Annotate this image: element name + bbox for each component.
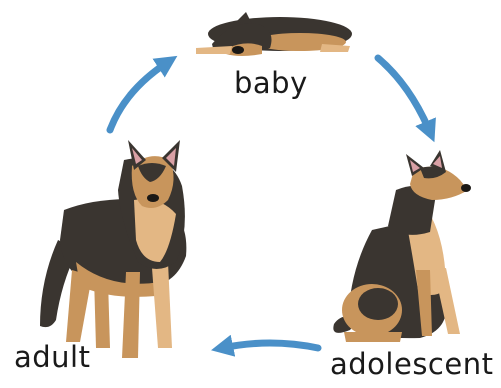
arrow-adult-to-baby	[110, 62, 168, 130]
stage-label-baby: baby	[234, 66, 308, 100]
stage-label-adolescent: adolescent	[330, 347, 493, 381]
puppy-illustration	[196, 12, 352, 56]
adult-dog-illustration	[40, 140, 186, 358]
arrow-adolescent-to-adult	[222, 343, 318, 348]
adolescent-dog-illustration	[333, 150, 471, 342]
arrow-baby-to-adolescent	[378, 58, 430, 132]
stage-label-adult: adult	[14, 340, 91, 374]
